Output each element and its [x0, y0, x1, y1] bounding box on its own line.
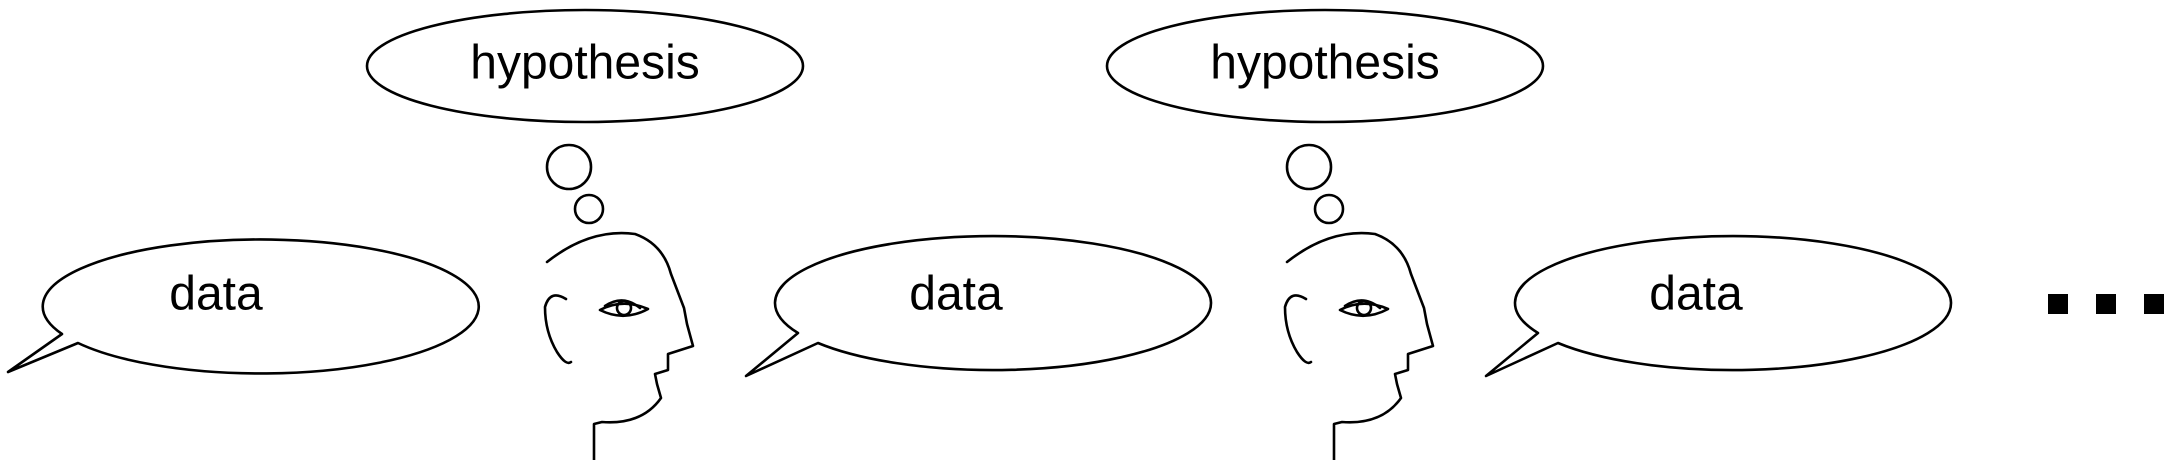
- pupil-2: [1355, 299, 1373, 317]
- thought-circle-small-1: [573, 193, 605, 225]
- hypothesis-thought-bubble-2: hypothesis: [1105, 8, 1545, 225]
- data-label-3: data: [1649, 268, 1743, 321]
- ear-2: [1283, 294, 1313, 365]
- ellipsis-dot-3: [2144, 294, 2164, 314]
- eye-1: [598, 302, 650, 318]
- hypothesis-label-2: hypothesis: [1210, 37, 1439, 90]
- ellipsis-dot-2: [2096, 294, 2116, 314]
- ear-1: [543, 294, 573, 365]
- eye-2: [1338, 302, 1390, 318]
- continuation-ellipsis: [2048, 294, 2164, 314]
- thinking-head-2: [1283, 231, 1435, 460]
- head-profile-1: [545, 231, 695, 460]
- data-label-1: data: [169, 268, 263, 321]
- thinking-head-1: [543, 231, 695, 460]
- thought-circle-large-2: [1285, 143, 1333, 191]
- data-speech-bubble-2: data: [744, 234, 1213, 378]
- data-label-2: data: [909, 268, 1003, 321]
- thought-circle-small-2: [1313, 193, 1345, 225]
- hypothesis-label-1: hypothesis: [470, 37, 699, 90]
- head-profile-2: [1285, 231, 1435, 460]
- ellipsis-dot-1: [2048, 294, 2068, 314]
- thought-circle-large-1: [545, 143, 593, 191]
- data-speech-bubble-1: data: [6, 238, 480, 375]
- pupil-1: [615, 299, 633, 317]
- data-speech-bubble-3: data: [1484, 234, 1953, 378]
- hypothesis-thought-bubble-1: hypothesis: [365, 8, 805, 225]
